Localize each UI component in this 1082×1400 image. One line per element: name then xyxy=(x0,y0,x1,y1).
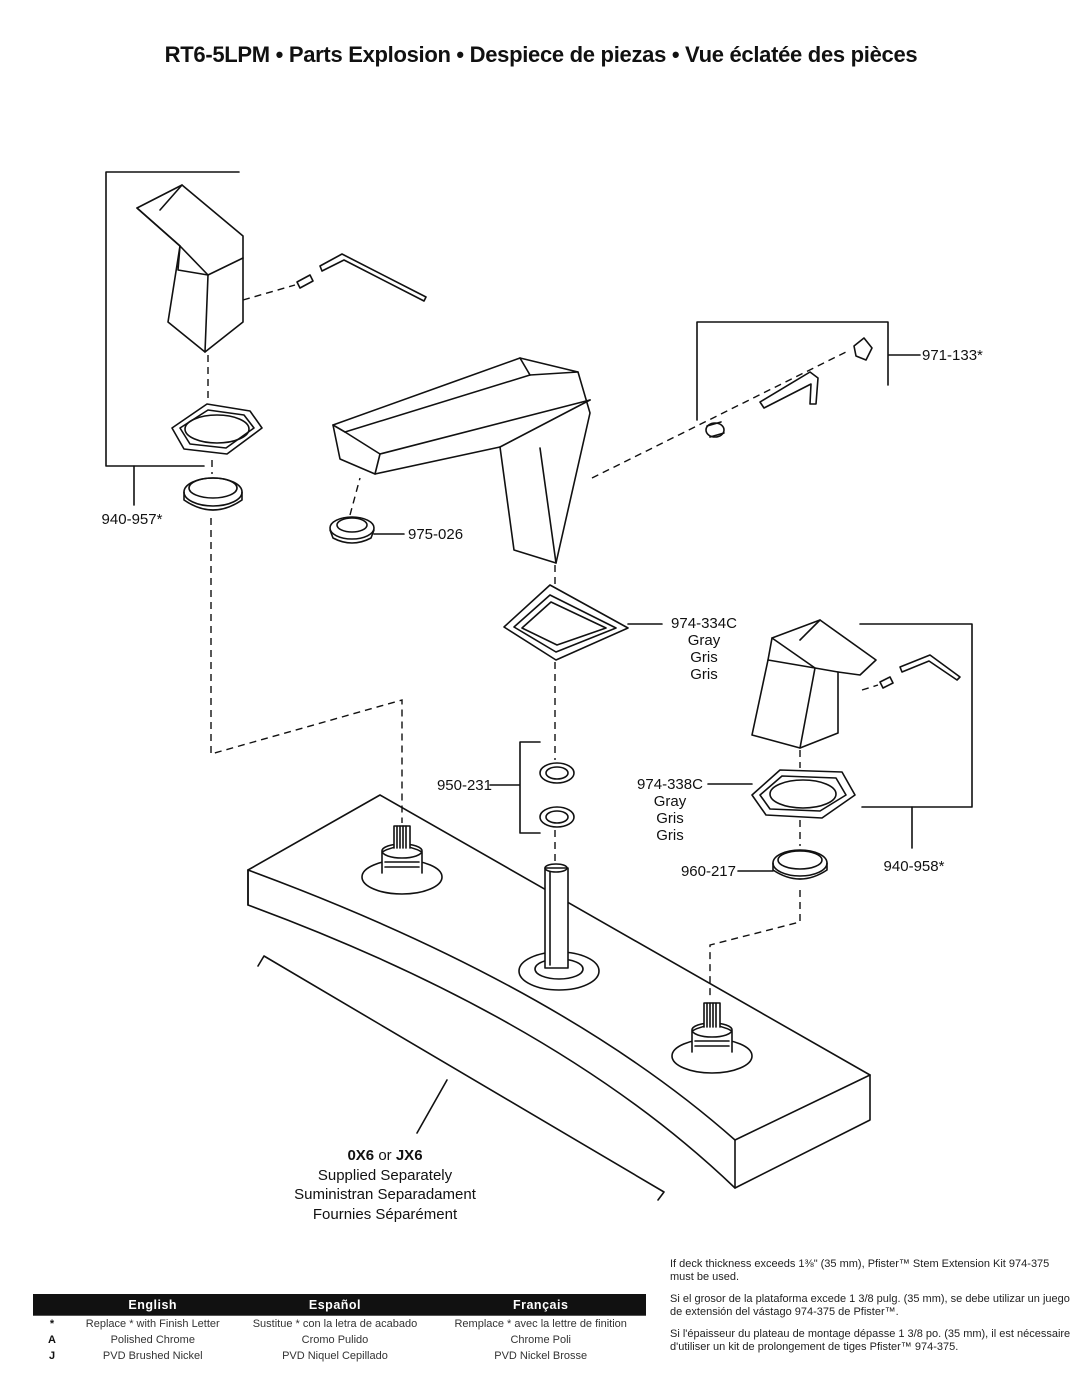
note-english: If deck thickness exceeds 1⅜" (35 mm), P… xyxy=(670,1258,1050,1283)
deck-plate-drawing xyxy=(247,794,871,1189)
label-950-231: 950-231 xyxy=(436,777,492,794)
label-974-334C: 974-334C Gray Gris Gris xyxy=(671,615,737,683)
left-handle-gasket-drawing xyxy=(171,403,263,455)
right-handle-gasket-drawing xyxy=(751,769,856,819)
legend-row: * Replace * with Finish Letter Sustitue … xyxy=(33,1315,646,1332)
label-960-217: 960-217 xyxy=(680,863,736,880)
legend-header-english: English xyxy=(71,1294,235,1316)
legend-code: * xyxy=(33,1315,71,1332)
note-spanish: Si el grosor de la plataforma excede 1 3… xyxy=(670,1293,1070,1318)
legend-french: Chrome Poli xyxy=(510,1334,571,1346)
o-ring-upper xyxy=(539,762,575,784)
supplied-en: Supplied Separately xyxy=(317,1166,453,1184)
page-title: RT6-5LPM • Parts Explosion • Despiece de… xyxy=(164,42,918,67)
right-set-screw-axis xyxy=(861,684,879,691)
valve-part-a: 0X6 xyxy=(347,1147,375,1164)
legend-code: J xyxy=(48,1350,56,1362)
valve-body-bracket xyxy=(257,955,665,1201)
supplied-es: Suministran Separadament xyxy=(294,1186,476,1203)
legend-french: Remplace * avec la lettre de finition xyxy=(435,1315,646,1332)
aerator-axis xyxy=(349,477,361,516)
parts-explosion-diagram xyxy=(105,171,973,1201)
right-allen-wrench xyxy=(899,654,961,681)
wrench-kit-parts xyxy=(705,337,873,438)
label-940-958: 940-958* xyxy=(883,858,945,875)
valve-part-b: JX6 xyxy=(395,1147,423,1164)
deck-thickness-notes: If deck thickness exceeds 1⅜" (35 mm), P… xyxy=(670,1258,1075,1363)
legend-row: A Polished Chrome Cromo Pulido Chrome Po… xyxy=(33,1332,646,1348)
legend-english: Replace * with Finish Letter xyxy=(71,1315,235,1332)
finish-legend-table: English Español Français * Replace * wit… xyxy=(33,1294,646,1364)
legend-french: PVD Nickel Brosse xyxy=(494,1350,588,1362)
wrench-kit-axis xyxy=(591,349,851,479)
right-set-screw xyxy=(879,676,894,689)
right-escutcheon-ring-drawing xyxy=(772,849,828,880)
wrench-kit-bracket xyxy=(696,321,921,421)
legend-spanish: Sustitue * con la letra de acabado xyxy=(234,1315,436,1332)
legend-english: Polished Chrome xyxy=(110,1334,195,1346)
o-ring-upper-inner xyxy=(545,766,569,780)
spout-gasket-drawing xyxy=(503,584,629,661)
left-allen-wrench xyxy=(319,253,427,302)
label-971-133: 971-133* xyxy=(922,347,983,364)
legend-header-row: English Español Français xyxy=(33,1294,646,1316)
legend-english: PVD Brushed Nickel xyxy=(102,1350,203,1362)
o-ring-bracket xyxy=(489,741,541,834)
left-handle-bracket xyxy=(105,171,240,467)
legend-header-french: Français xyxy=(435,1294,646,1316)
aerator-drawing xyxy=(329,516,375,544)
right-valve-cartridge-drawing xyxy=(671,1002,753,1074)
label-975-026: 975-026 xyxy=(408,526,464,543)
left-set-screw xyxy=(296,274,314,289)
left-handle-drawing xyxy=(136,184,244,353)
legend-header-spanish: Español xyxy=(234,1294,436,1316)
label-940-957: 940-957* xyxy=(101,511,163,528)
right-ring-axis xyxy=(709,890,801,1000)
valve-body-label: 0X6 or JX6 Supplied Separately Suministr… xyxy=(270,1146,500,1224)
legend-spanish: Cromo Pulido xyxy=(301,1334,369,1346)
left-escutcheon-ring-drawing xyxy=(183,477,243,511)
right-handle-bracket xyxy=(859,623,973,808)
o-ring-lower xyxy=(539,806,575,828)
legend-row: J PVD Brushed Nickel PVD Niquel Cepillad… xyxy=(33,1348,646,1364)
legend-code: A xyxy=(48,1334,56,1346)
supplied-fr: Fournies Séparément xyxy=(312,1205,458,1223)
spout-drawing xyxy=(332,357,591,564)
legend-header-code xyxy=(33,1294,71,1316)
left-ring-axis xyxy=(210,518,403,823)
note-french: Si l'épaisseur du plateau de montage dép… xyxy=(670,1328,1071,1353)
o-ring-lower-inner xyxy=(545,810,569,824)
right-handle-drawing xyxy=(751,619,877,749)
set-screw-axis xyxy=(242,284,296,301)
valve-part-joiner: or xyxy=(378,1147,392,1164)
valve-body-leader xyxy=(416,1079,448,1134)
legend-spanish: PVD Niquel Cepillado xyxy=(282,1350,388,1362)
left-valve-cartridge-drawing xyxy=(361,825,443,895)
label-974-338C: 974-338C Gray Gris Gris xyxy=(637,776,703,844)
spout-shank-drawing xyxy=(518,863,600,991)
